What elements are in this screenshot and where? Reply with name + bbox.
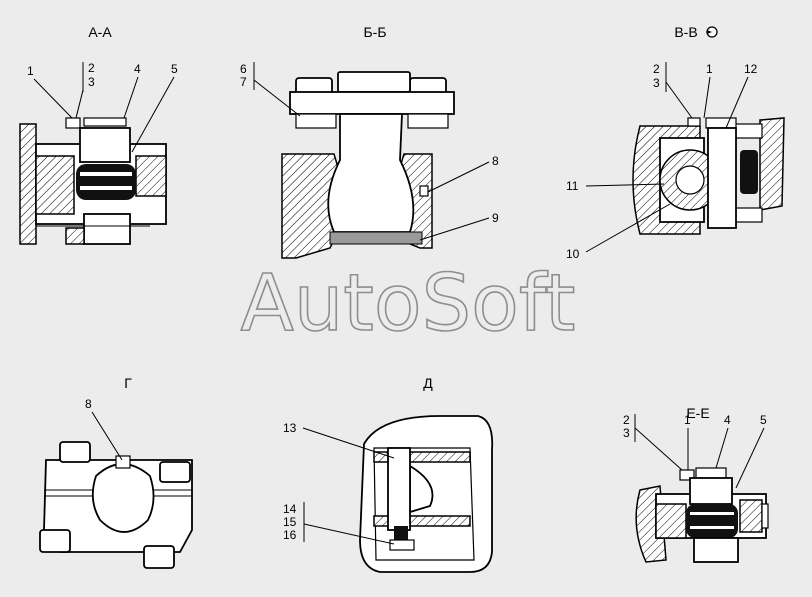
title-section-bb: Б-Б [363,24,386,40]
label-ee-3: 3 [623,426,630,440]
label-aa-4: 4 [134,62,141,76]
label-bb-7: 7 [240,75,247,89]
label-d-13: 13 [283,421,297,435]
title-section-d: Д [423,375,433,391]
title-section-vv: В-В [674,24,697,40]
title-section-aa: А-А [88,24,112,40]
label-aa-5: 5 [171,62,178,76]
label-aa-2: 2 [88,61,95,75]
label-aa-1: 1 [27,64,34,78]
label-vv-12: 12 [744,62,758,76]
label-vv-2: 2 [653,62,660,76]
label-d-16: 16 [283,528,297,542]
label-ee-5: 5 [760,413,767,427]
label-bb-9: 9 [492,211,499,225]
watermark-text: AutoSoft [240,259,575,349]
label-ee-1: 1 [684,413,691,427]
label-g-8: 8 [85,397,92,411]
section-vv-view [632,117,785,235]
leader-line-g [91,411,123,461]
label-ee-4: 4 [724,413,731,427]
label-aa-3: 3 [88,75,95,89]
leader-lines-bb [253,62,490,241]
section-d-view [359,415,494,573]
title-section-ee: Е-Е [686,405,709,421]
section-bb-view [281,71,455,259]
leader-lines-aa [33,62,175,153]
label-ee-2: 2 [623,413,630,427]
section-g-view [39,441,193,569]
section-ee-view [635,467,769,563]
section-aa-view [19,117,167,245]
title-section-g: Г [124,375,132,391]
label-vv-1: 1 [706,62,713,76]
label-d-14: 14 [283,502,297,516]
leader-lines-d [302,427,395,545]
rotation-mark-icon [706,26,718,38]
label-vv-11: 11 [566,179,579,193]
label-bb-6: 6 [240,62,247,76]
label-vv-10: 10 [566,247,580,261]
label-vv-3: 3 [653,76,660,90]
label-bb-8: 8 [492,154,499,168]
leader-lines-vv [585,62,749,253]
label-d-15: 15 [283,515,297,529]
leader-lines-ee [634,414,765,489]
